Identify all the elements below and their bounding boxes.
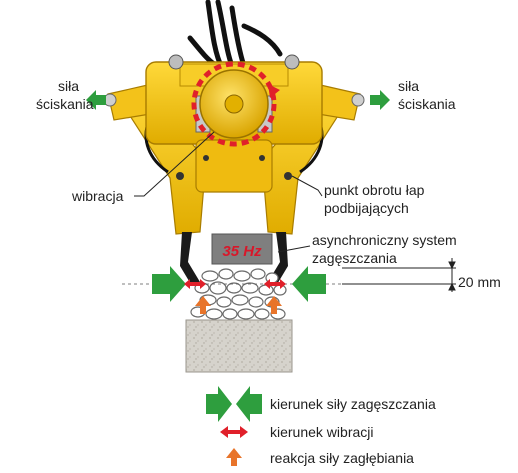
- legend-compaction-icon: [206, 386, 262, 422]
- squeeze-arrow-left: [86, 90, 106, 110]
- leader-lines: [134, 131, 456, 285]
- pivot-label-line1: punkt obrotu łap: [324, 182, 425, 198]
- async-system-label-line2: zagęszczania: [312, 250, 397, 266]
- legend-vibration-icon: [220, 426, 248, 438]
- reaction-arrow-right: [266, 296, 282, 314]
- hydraulic-hoses: [187, 0, 283, 71]
- left-squeeze-label-line1: siła: [58, 78, 80, 94]
- reaction-arrow-left: [195, 296, 211, 314]
- vibration-label: wibracja: [72, 188, 124, 204]
- compaction-arrow-left: [152, 266, 186, 302]
- pivot-label-line2: podbijających: [324, 200, 409, 216]
- vibration-drive-body: [145, 54, 323, 193]
- depth-label: 20 mm: [458, 274, 501, 290]
- async-system-label-line1: asynchroniczny system: [312, 232, 457, 248]
- legend-vibration-text: kierunek wibracji: [270, 424, 374, 440]
- sleeper-block: [185, 319, 293, 373]
- compaction-arrow-right: [292, 266, 326, 302]
- frequency-plate: 35 Hz: [211, 233, 273, 265]
- legend-compaction-text: kierunek siły zagęszczania: [270, 396, 436, 412]
- right-squeeze-label-line1: siła: [398, 78, 420, 94]
- legend-reaction-icon: [226, 448, 242, 466]
- right-tine: [268, 232, 288, 286]
- depth-dimension: [448, 258, 456, 292]
- ballast-stones: [190, 268, 287, 320]
- rotation-indicator: [191, 61, 280, 147]
- vibration-arrow-left: [184, 279, 206, 289]
- squeeze-arrow-right: [370, 90, 390, 110]
- vibration-arrow-right: [264, 279, 286, 289]
- legend-reaction-text: reakcja siły zagłębiania: [270, 450, 414, 466]
- left-squeeze-label-line2: ściskania: [36, 96, 94, 112]
- left-tine: [180, 232, 200, 286]
- frequency-label: 35 Hz: [222, 243, 262, 260]
- right-squeeze-label-line2: ściskania: [398, 96, 456, 112]
